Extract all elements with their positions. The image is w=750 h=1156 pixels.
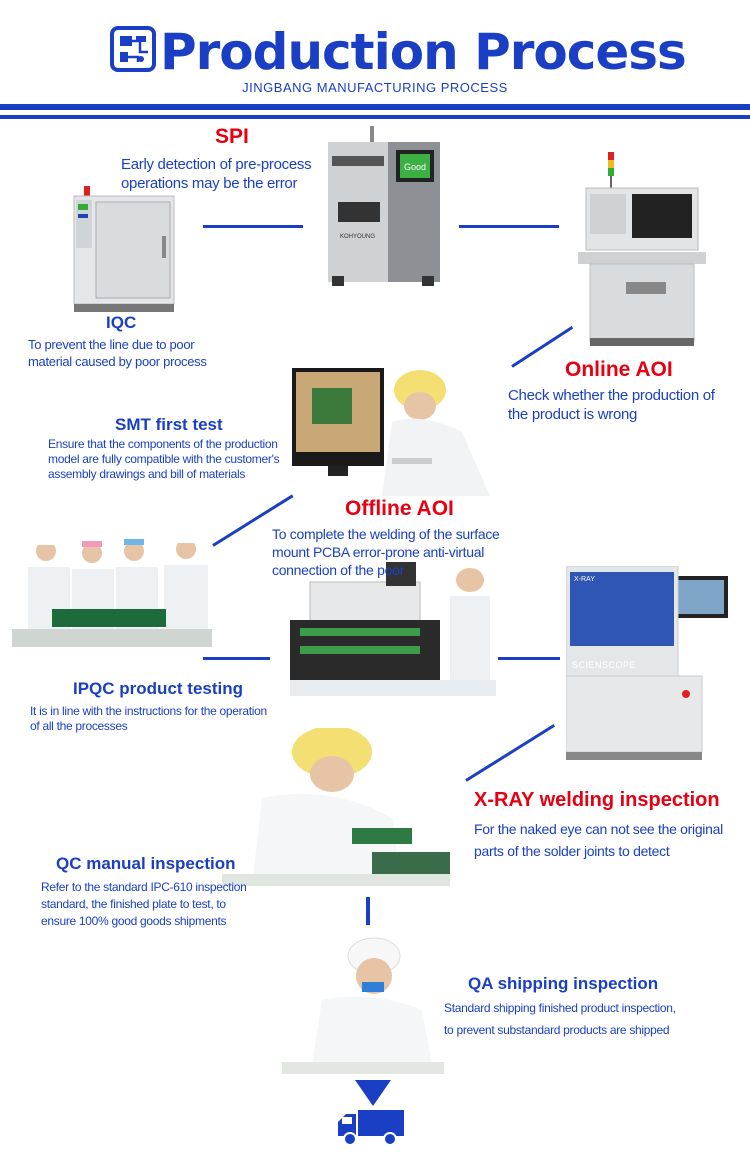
smt-desc: Ensure that the components of the produc… [48, 437, 280, 481]
qa-desc: Standard shipping finished product inspe… [444, 1001, 676, 1037]
offline-aoi-desc: To complete the welding of the surface m… [272, 526, 500, 578]
qc-title: QC manual inspection [56, 854, 236, 873]
connector-line [511, 326, 574, 368]
page-title: Production Process [160, 23, 687, 81]
header-divider-bottom [0, 115, 750, 119]
ipqc-desc: It is in line with the instructions for … [30, 704, 267, 733]
xray-brand-label: SCIENSCOPE [572, 660, 637, 670]
qa-inspection-image [282, 934, 444, 1074]
connector-line [203, 657, 270, 660]
delivery-truck-icon [336, 1108, 406, 1146]
ipqc-title: IPQC product testing [73, 679, 243, 698]
iqc-title: IQC [106, 313, 137, 332]
iqc-oven-image [66, 186, 178, 312]
spi-brand-label: KOHYOUNG [340, 234, 376, 240]
qa-title: QA shipping inspection [468, 974, 659, 993]
xray-desc: For the naked eye can not see the origin… [474, 821, 723, 859]
xray-model-label: X-RAY [574, 576, 595, 583]
online-aoi-machine-image [578, 152, 706, 346]
connector-line [498, 657, 560, 660]
spi-desc: Early detection of pre-process operation… [121, 156, 312, 192]
connector-line [459, 225, 559, 228]
connector-line [203, 225, 303, 228]
page-subtitle: JINGBANG MANUFACTURING PROCESS [242, 80, 508, 95]
offline-aoi-image [290, 560, 496, 696]
xray-machine-image: X-RAY SCIENSCOPE [566, 566, 738, 760]
smt-title: SMT first test [115, 415, 223, 434]
circuit-board-icon [110, 26, 156, 72]
connector-line [366, 897, 370, 925]
smt-test-image [292, 362, 490, 496]
online-aoi-title: Online AOI [565, 358, 673, 381]
connector-line [465, 724, 555, 782]
offline-aoi-title: Offline AOI [345, 497, 454, 520]
spi-machine-image: Good KOHYOUNG [318, 126, 458, 292]
header-logo [110, 26, 156, 72]
spi-screen-label: Good [404, 162, 427, 172]
qc-inspection-image [222, 728, 450, 886]
online-aoi-desc: Check whether the production of the prod… [508, 387, 715, 423]
header-divider-top [0, 104, 750, 110]
ipqc-team-image [12, 537, 212, 647]
iqc-desc: To prevent the line due to poor material… [28, 337, 207, 369]
qc-desc: Refer to the standard IPC-610 inspection… [41, 880, 247, 928]
arrow-down-icon [355, 1080, 391, 1106]
spi-title: SPI [215, 125, 249, 148]
xray-title: X-RAY welding inspection [474, 789, 720, 811]
